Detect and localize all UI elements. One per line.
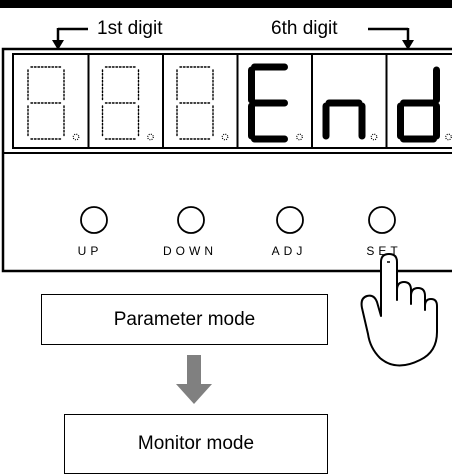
top-edge-bar — [0, 0, 452, 8]
set-button-label: SET — [366, 244, 402, 258]
up-button[interactable] — [79, 205, 109, 235]
decimal-point — [221, 133, 229, 141]
button-circle-1 — [80, 206, 108, 234]
digit-cell-6 — [385, 55, 452, 147]
decimal-point — [72, 133, 80, 141]
down-arrow-icon — [176, 355, 212, 404]
set-button[interactable] — [367, 205, 397, 235]
decimal-point — [147, 133, 154, 141]
digit-cell-5 — [311, 55, 378, 147]
down-button[interactable] — [176, 205, 206, 235]
decimal-point — [445, 133, 452, 141]
seven-segment-display — [27, 55, 452, 147]
first-digit-pointer-arrow — [52, 27, 88, 50]
parameter-mode-label: Parameter mode — [113, 308, 256, 330]
button-circle-3 — [276, 206, 304, 234]
up-button-label: UP — [77, 244, 103, 258]
parameter-mode-box: Parameter mode — [41, 294, 328, 345]
pointing-hand-icon — [360, 253, 438, 367]
display-window — [12, 53, 452, 149]
digit-cell-1 — [27, 66, 80, 141]
monitor-mode-box: Monitor mode — [64, 414, 328, 474]
sixth-digit-pointer-arrow — [368, 27, 414, 50]
button-circle-2 — [177, 206, 205, 234]
adj-button-label: ADJ — [271, 244, 307, 258]
decimal-point — [370, 133, 378, 141]
first-digit-label: 1st digit — [97, 18, 163, 39]
monitor-mode-label: Monitor mode — [137, 433, 255, 454]
digit-cell-4 — [236, 55, 303, 147]
sixth-digit-label: 6th digit — [271, 18, 338, 39]
adj-button[interactable] — [275, 205, 305, 235]
decimal-point — [296, 133, 303, 141]
button-row — [80, 206, 396, 234]
digit-cell-3 — [162, 55, 229, 147]
button-circle-4 — [368, 206, 396, 234]
digit-cell-2 — [87, 55, 154, 147]
down-button-label: DOWN — [163, 244, 217, 258]
